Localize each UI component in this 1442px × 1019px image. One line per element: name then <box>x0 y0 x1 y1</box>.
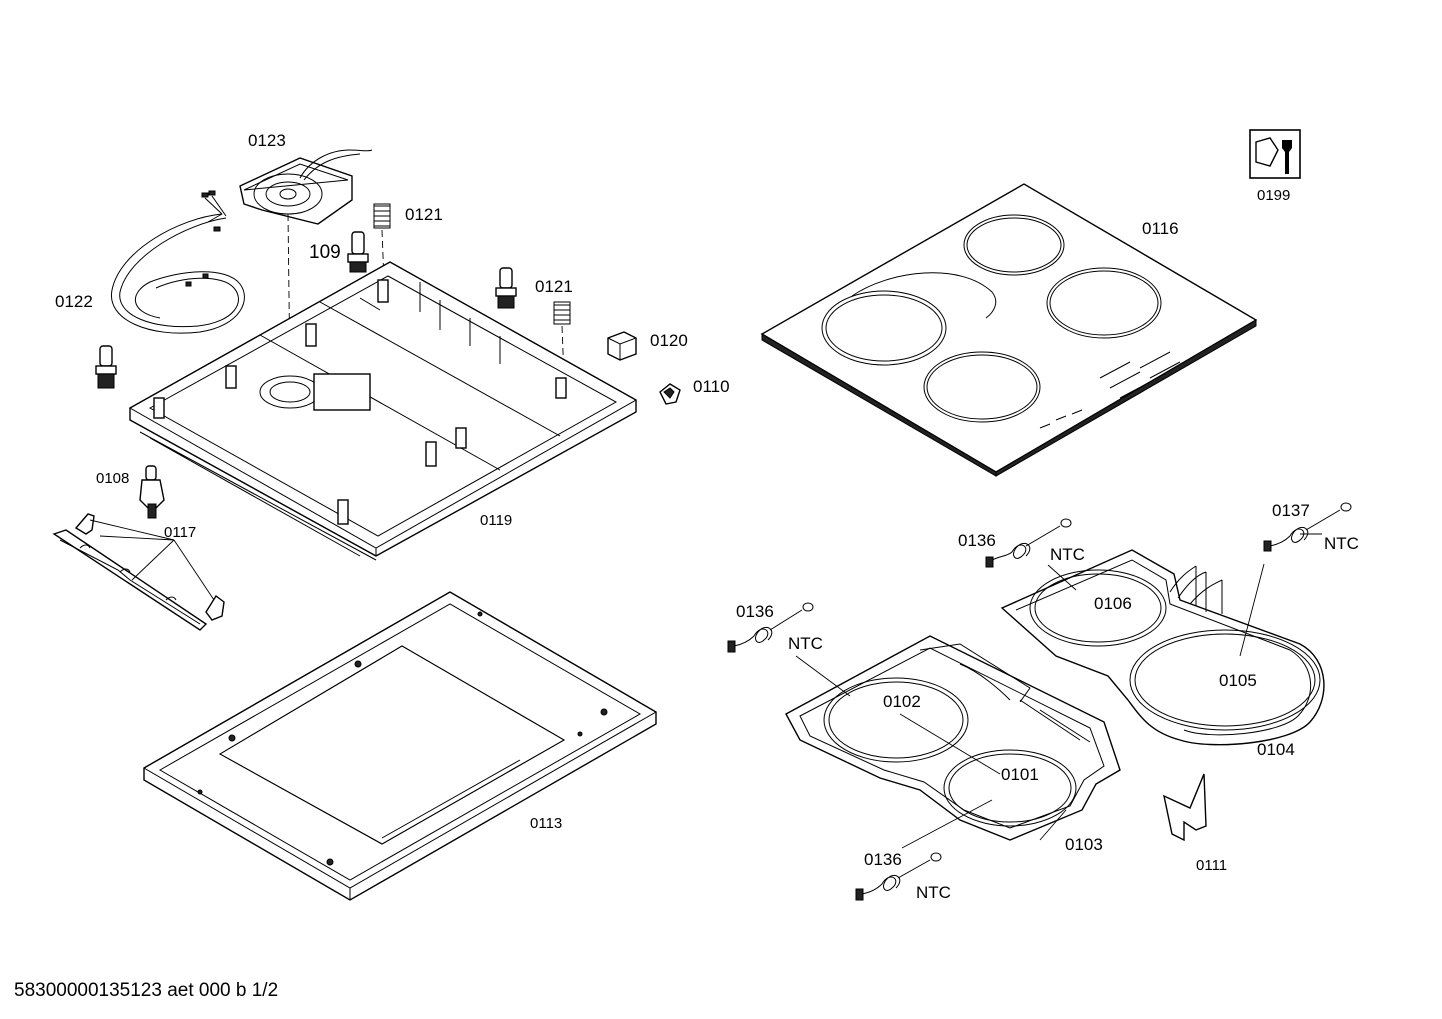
label-0120: 0120 <box>650 331 688 350</box>
ntc-sensor-0136c[interactable] <box>855 852 942 901</box>
spring-top[interactable] <box>373 203 391 229</box>
label-0137: 0137 <box>1272 501 1310 520</box>
label-0123: 0123 <box>248 131 286 150</box>
label-0113: 0113 <box>530 815 562 832</box>
label-0136-bottom: 0136 <box>864 850 902 869</box>
label-0136-top: 0136 <box>958 531 996 550</box>
label-ntc-bottom: NTC <box>916 883 951 902</box>
label-0103: 0103 <box>1065 835 1103 854</box>
label-0121-top: 0121 <box>405 205 443 224</box>
base-tray[interactable] <box>128 261 638 561</box>
fan-unit[interactable] <box>239 149 373 225</box>
foot-left[interactable] <box>95 345 117 389</box>
service-tool-icon <box>1249 129 1301 179</box>
label-0106: 0106 <box>1094 594 1132 613</box>
connector-0120[interactable] <box>607 331 637 361</box>
label-109: 109 <box>309 242 341 263</box>
coil-carrier-0104[interactable] <box>1000 549 1325 746</box>
label-0108: 0108 <box>96 470 129 487</box>
coil-carrier-0103[interactable] <box>785 635 1121 841</box>
document-code: 58300000135123 aet 000 b 1/2 <box>14 980 279 1001</box>
mounting-frame[interactable] <box>143 591 657 901</box>
label-0116: 0116 <box>1142 219 1179 238</box>
label-0110: 0110 <box>693 377 730 396</box>
glass-cooktop[interactable] <box>760 183 1258 477</box>
clip-0110[interactable] <box>659 383 681 405</box>
label-0119: 0119 <box>480 512 512 529</box>
ntc-sensor-0136b[interactable] <box>727 602 814 653</box>
label-0101: 0101 <box>1001 765 1039 784</box>
label-0105: 0105 <box>1219 671 1257 690</box>
holder-0108[interactable] <box>139 465 165 519</box>
label-0122: 0122 <box>55 292 93 311</box>
ntc-sensor-0137[interactable] <box>1263 502 1352 552</box>
label-ntc-right: NTC <box>1324 534 1359 553</box>
spring-right[interactable] <box>553 301 571 325</box>
label-ntc-left: NTC <box>788 634 823 653</box>
foot-109[interactable] <box>347 231 369 273</box>
label-0136-left: 0136 <box>736 602 774 621</box>
bracket-0111[interactable] <box>1163 773 1207 842</box>
label-0104: 0104 <box>1257 740 1295 759</box>
ntc-sensor-0136a[interactable] <box>985 518 1072 568</box>
label-0111: 0111 <box>1196 857 1227 874</box>
label-0117: 0117 <box>164 524 196 541</box>
label-0102: 0102 <box>883 692 921 711</box>
label-ntc-top: NTC <box>1050 545 1085 564</box>
label-0199: 0199 <box>1257 187 1290 204</box>
label-0121-right: 0121 <box>535 277 573 296</box>
foot-right[interactable] <box>495 267 517 309</box>
bracket-0117[interactable] <box>52 513 225 631</box>
power-cable[interactable] <box>111 190 245 334</box>
